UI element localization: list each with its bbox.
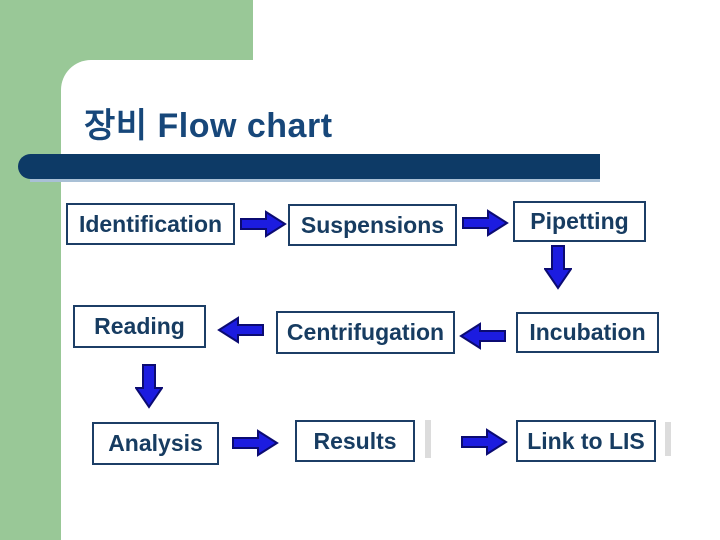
flow-box-suspensions: Suspensions <box>288 204 457 246</box>
flow-box-centrifugation: Centrifugation <box>276 311 455 354</box>
flow-box-results: Results <box>295 420 415 462</box>
flow-box-incubation: Incubation <box>516 312 659 353</box>
arrow-left-icon <box>217 316 264 344</box>
flow-box-link-to-lis: Link to LIS <box>516 420 656 462</box>
flow-box-identification: Identification <box>66 203 235 245</box>
faint-line-artifact <box>425 420 431 458</box>
arrow-right-icon <box>232 429 279 457</box>
flow-box-analysis: Analysis <box>92 422 219 465</box>
title-divider-bar <box>18 154 600 182</box>
faint-line-artifact <box>665 422 671 456</box>
arrow-right-icon <box>462 209 509 237</box>
green-sidebar <box>0 0 61 540</box>
arrow-right-icon <box>461 428 508 456</box>
arrow-down-icon <box>544 245 572 290</box>
arrow-left-icon <box>459 322 506 350</box>
arrow-right-icon <box>240 210 287 238</box>
slide-title: 장비 Flow chart <box>84 107 333 145</box>
flow-box-reading: Reading <box>73 305 206 348</box>
flow-box-pipetting: Pipetting <box>513 201 646 242</box>
arrow-down-icon <box>135 364 163 409</box>
